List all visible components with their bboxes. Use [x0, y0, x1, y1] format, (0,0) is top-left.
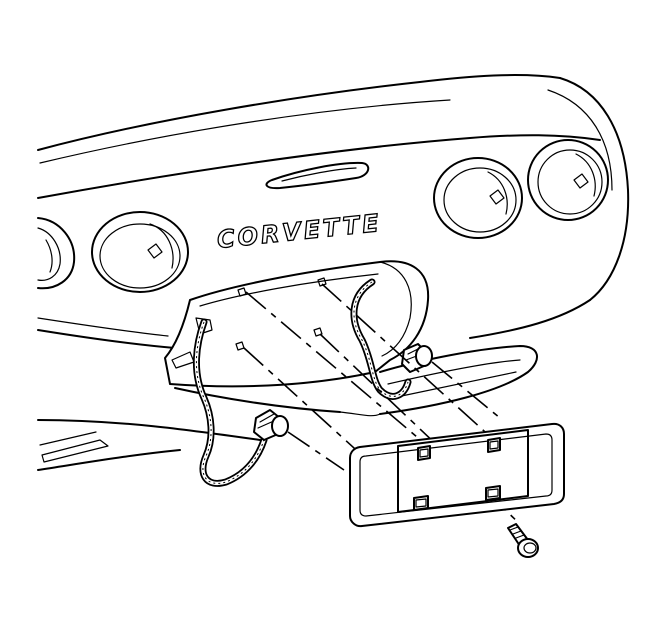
license-lamp-socket-right — [401, 343, 433, 373]
center-stop-lamp — [265, 161, 370, 190]
tail-lamp-left-outer — [37, 217, 76, 290]
mount-hole-upper-right — [317, 277, 327, 287]
mount-hole-lower-right — [313, 327, 323, 337]
corvette-emblem: CORVETTE — [215, 208, 383, 254]
wiring-harness-right — [350, 278, 412, 400]
tail-lamp-right-outer — [527, 139, 609, 221]
license-plate-bracket — [349, 422, 565, 528]
license-lamp-bulb-right — [415, 345, 433, 367]
tail-lamp-left-inner — [91, 211, 189, 293]
license-lamp-socket-left — [253, 409, 289, 441]
emblem-lettering: CORVETTE — [216, 209, 383, 254]
rear-fascia — [37, 74, 630, 471]
license-lamp-bulb-left — [271, 415, 289, 437]
screw-head — [517, 538, 539, 558]
wiring-harness-left — [192, 318, 268, 487]
tail-lamps — [37, 139, 609, 293]
mounting-screw — [507, 523, 539, 558]
tail-lamp-right-inner — [433, 157, 523, 239]
mount-hole-upper-left — [237, 287, 247, 297]
